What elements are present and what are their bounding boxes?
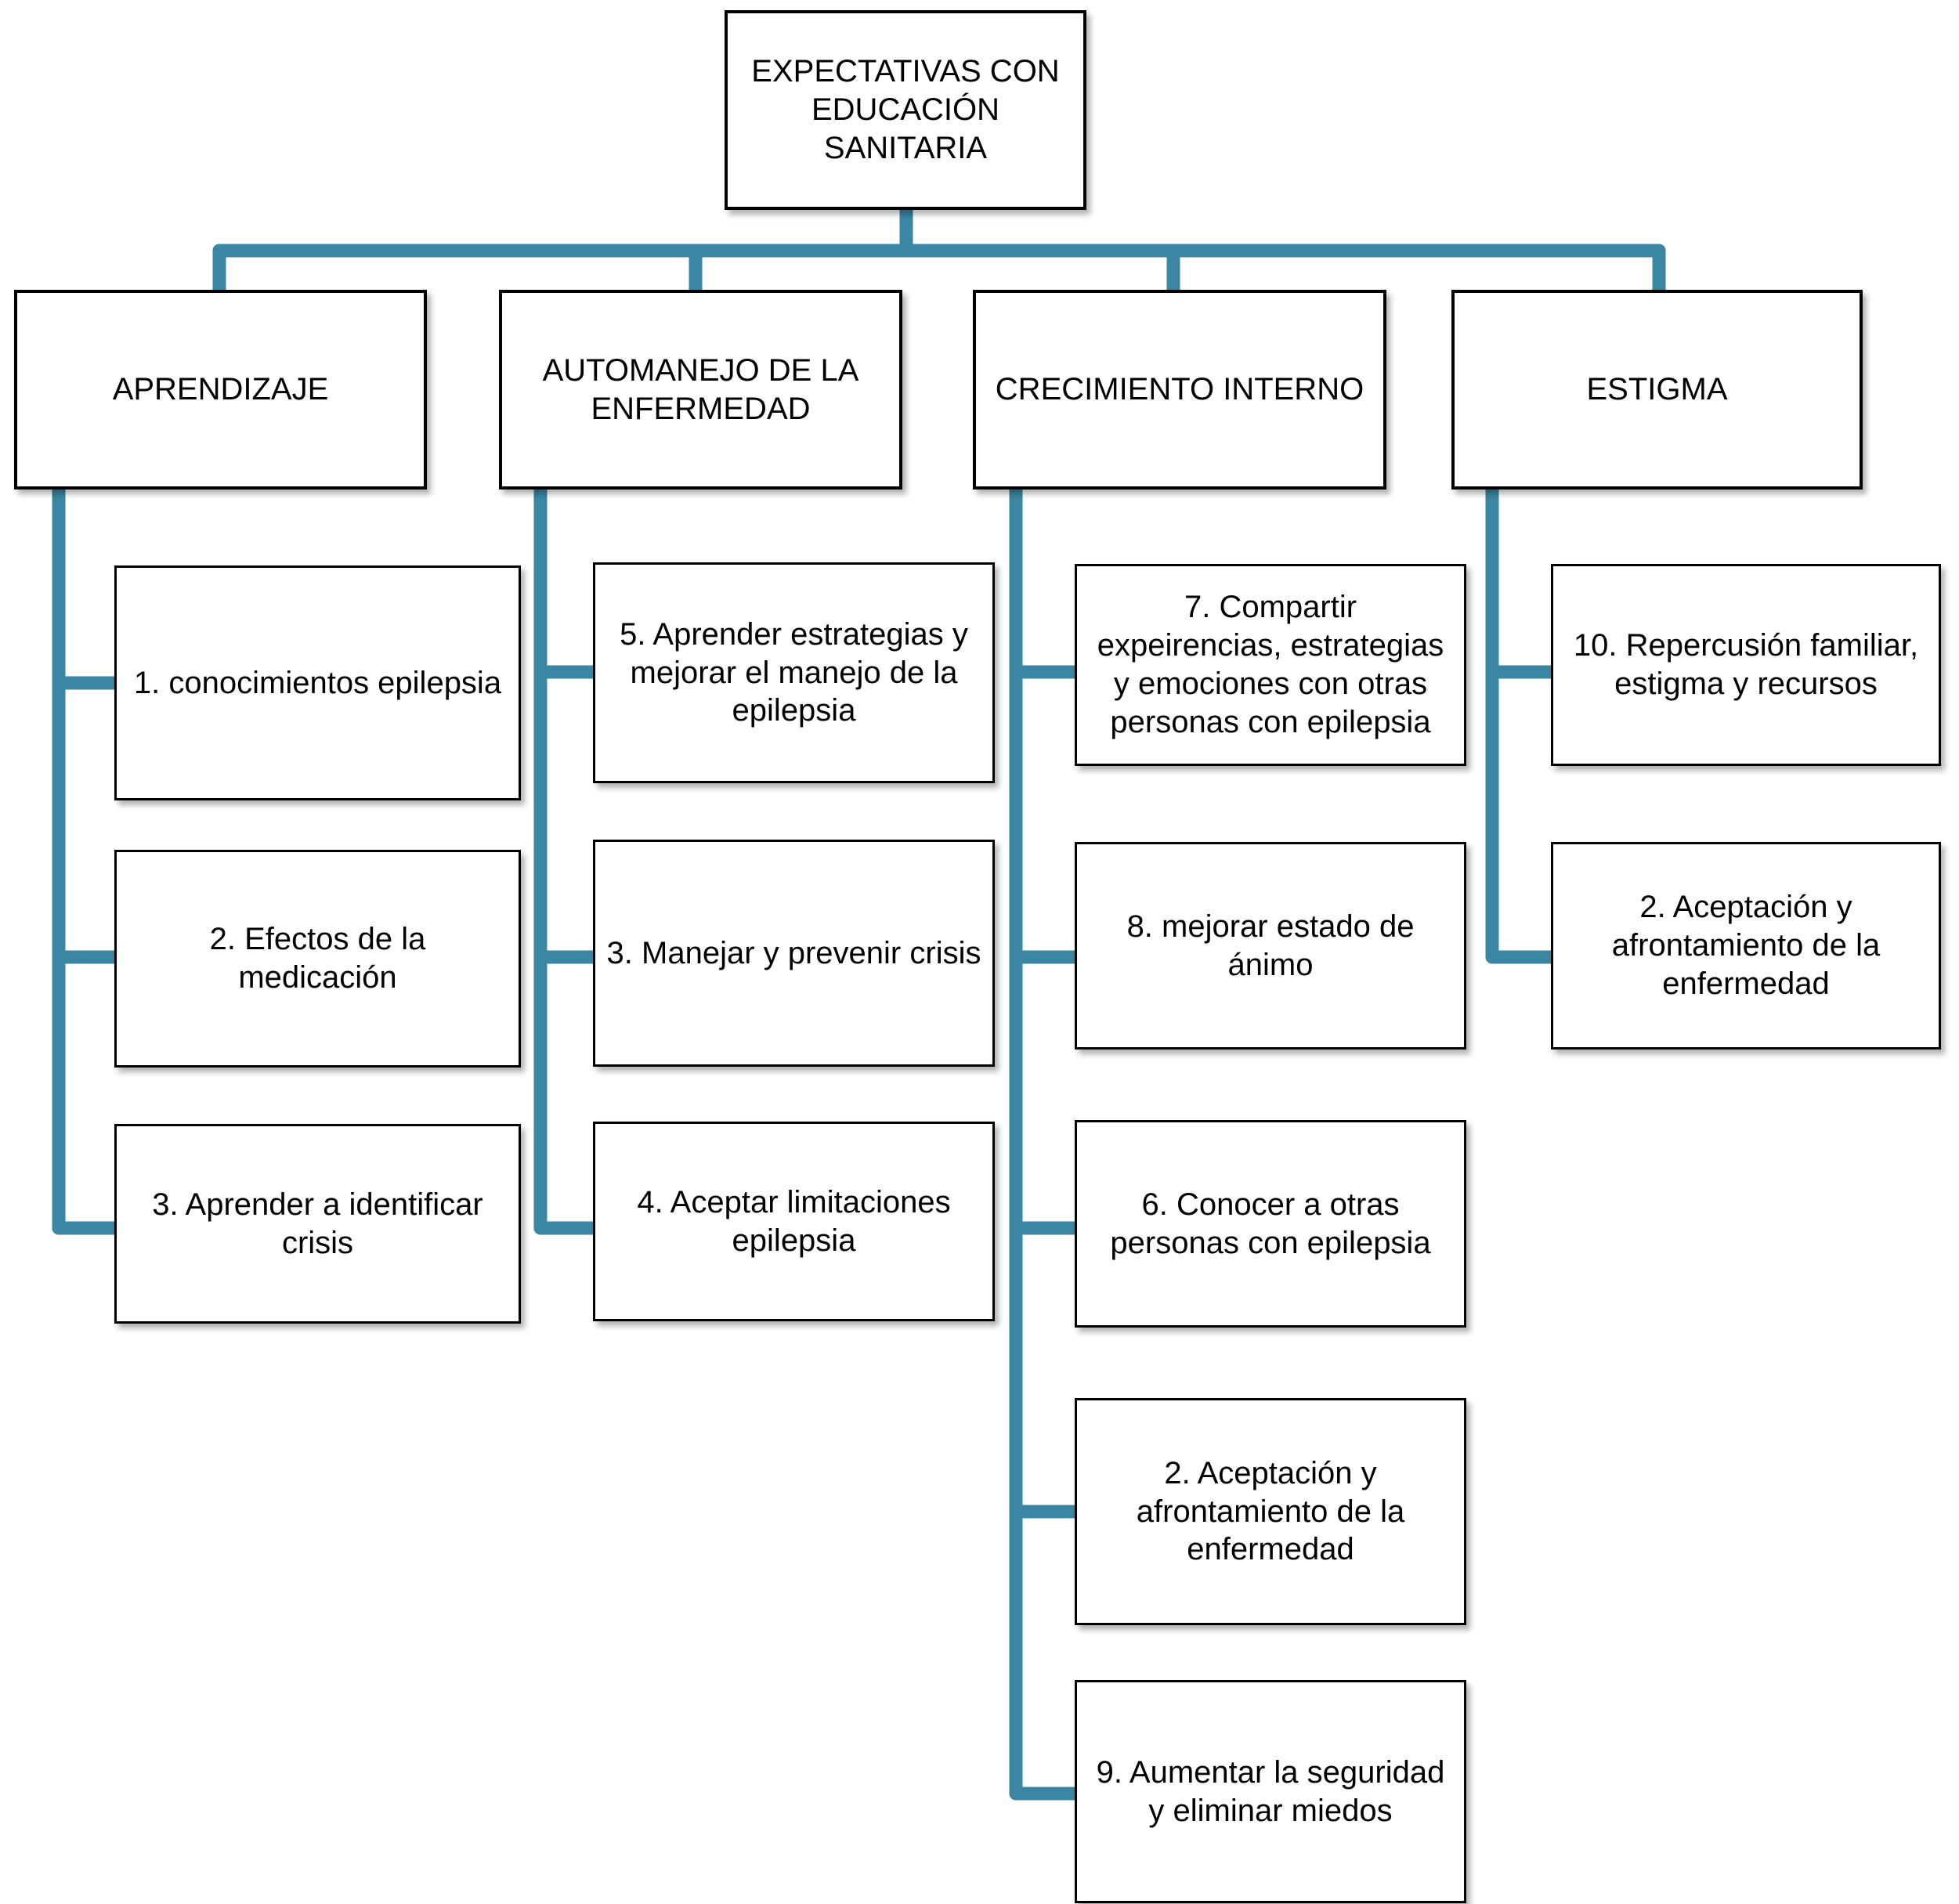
leaf-label: 3. Aprender a identificar crisis [152, 1187, 483, 1260]
leaf-label: 10. Repercusión familiar, estigma y recu… [1573, 628, 1919, 701]
category-label-automanejo: AUTOMANEJO DE LA ENFERMEDAD [542, 352, 859, 426]
leaf-label: 6. Conocer a otras personas con epilepsi… [1110, 1187, 1431, 1260]
leaf-label: 2. Efectos de la medicación [209, 922, 426, 995]
category-node-aprendizaje[interactable]: APRENDIZAJE [14, 290, 427, 490]
leaf-label: 9. Aumentar la seguridad y eliminar mied… [1096, 1754, 1445, 1828]
leaf-label: 2. Aceptación y afrontamiento de la enfe… [1611, 890, 1881, 1001]
category-label-crecimiento: CRECIMIENTO INTERNO [995, 372, 1364, 407]
category-node-estigma[interactable]: ESTIGMA [1451, 290, 1863, 490]
leaf-node[interactable]: 8. mejorar estado de ánimo [1075, 842, 1466, 1050]
leaf-label: 4. Aceptar limitaciones epilepsia [637, 1184, 951, 1258]
leaf-node[interactable]: 2. Aceptación y afrontamiento de la enfe… [1551, 842, 1941, 1050]
category-label-estigma: ESTIGMA [1586, 372, 1728, 407]
leaf-label: 1. conocimientos epilepsia [133, 665, 502, 700]
leaf-label: 5. Aprender estrategias y mejorar el man… [620, 616, 968, 728]
leaf-node[interactable]: 2. Efectos de la medicación [114, 850, 521, 1068]
leaf-node[interactable]: 7. Compartir expeirencias, estrategias y… [1075, 564, 1466, 766]
category-node-crecimiento[interactable]: CRECIMIENTO INTERNO [973, 290, 1386, 490]
leaf-label: 8. mejorar estado de ánimo [1126, 909, 1415, 982]
leaf-label: 3. Manejar y prevenir crisis [606, 935, 981, 970]
leaf-label: 7. Compartir expeirencias, estrategias y… [1097, 590, 1444, 739]
root-node-label: EXPECTATIVAS CON EDUCACIÓN SANITARIA [751, 54, 1060, 165]
leaf-node[interactable]: 1. conocimientos epilepsia [114, 565, 521, 800]
leaf-node[interactable]: 10. Repercusión familiar, estigma y recu… [1551, 564, 1941, 766]
leaf-node[interactable]: 6. Conocer a otras personas con epilepsi… [1075, 1120, 1466, 1328]
leaf-node[interactable]: 3. Aprender a identificar crisis [114, 1124, 521, 1324]
leaf-node[interactable]: 4. Aceptar limitaciones epilepsia [593, 1122, 995, 1321]
root-node[interactable]: EXPECTATIVAS CON EDUCACIÓN SANITARIA [725, 10, 1086, 210]
leaf-node[interactable]: 5. Aprender estrategias y mejorar el man… [593, 562, 995, 783]
leaf-label: 2. Aceptación y afrontamiento de la enfe… [1136, 1455, 1405, 1567]
category-label-aprendizaje: APRENDIZAJE [112, 372, 329, 407]
leaf-node[interactable]: 9. Aumentar la seguridad y eliminar mied… [1075, 1680, 1466, 1903]
leaf-node[interactable]: 3. Manejar y prevenir crisis [593, 840, 995, 1067]
leaf-node[interactable]: 2. Aceptación y afrontamiento de la enfe… [1075, 1398, 1466, 1625]
category-node-automanejo[interactable]: AUTOMANEJO DE LA ENFERMEDAD [499, 290, 902, 490]
